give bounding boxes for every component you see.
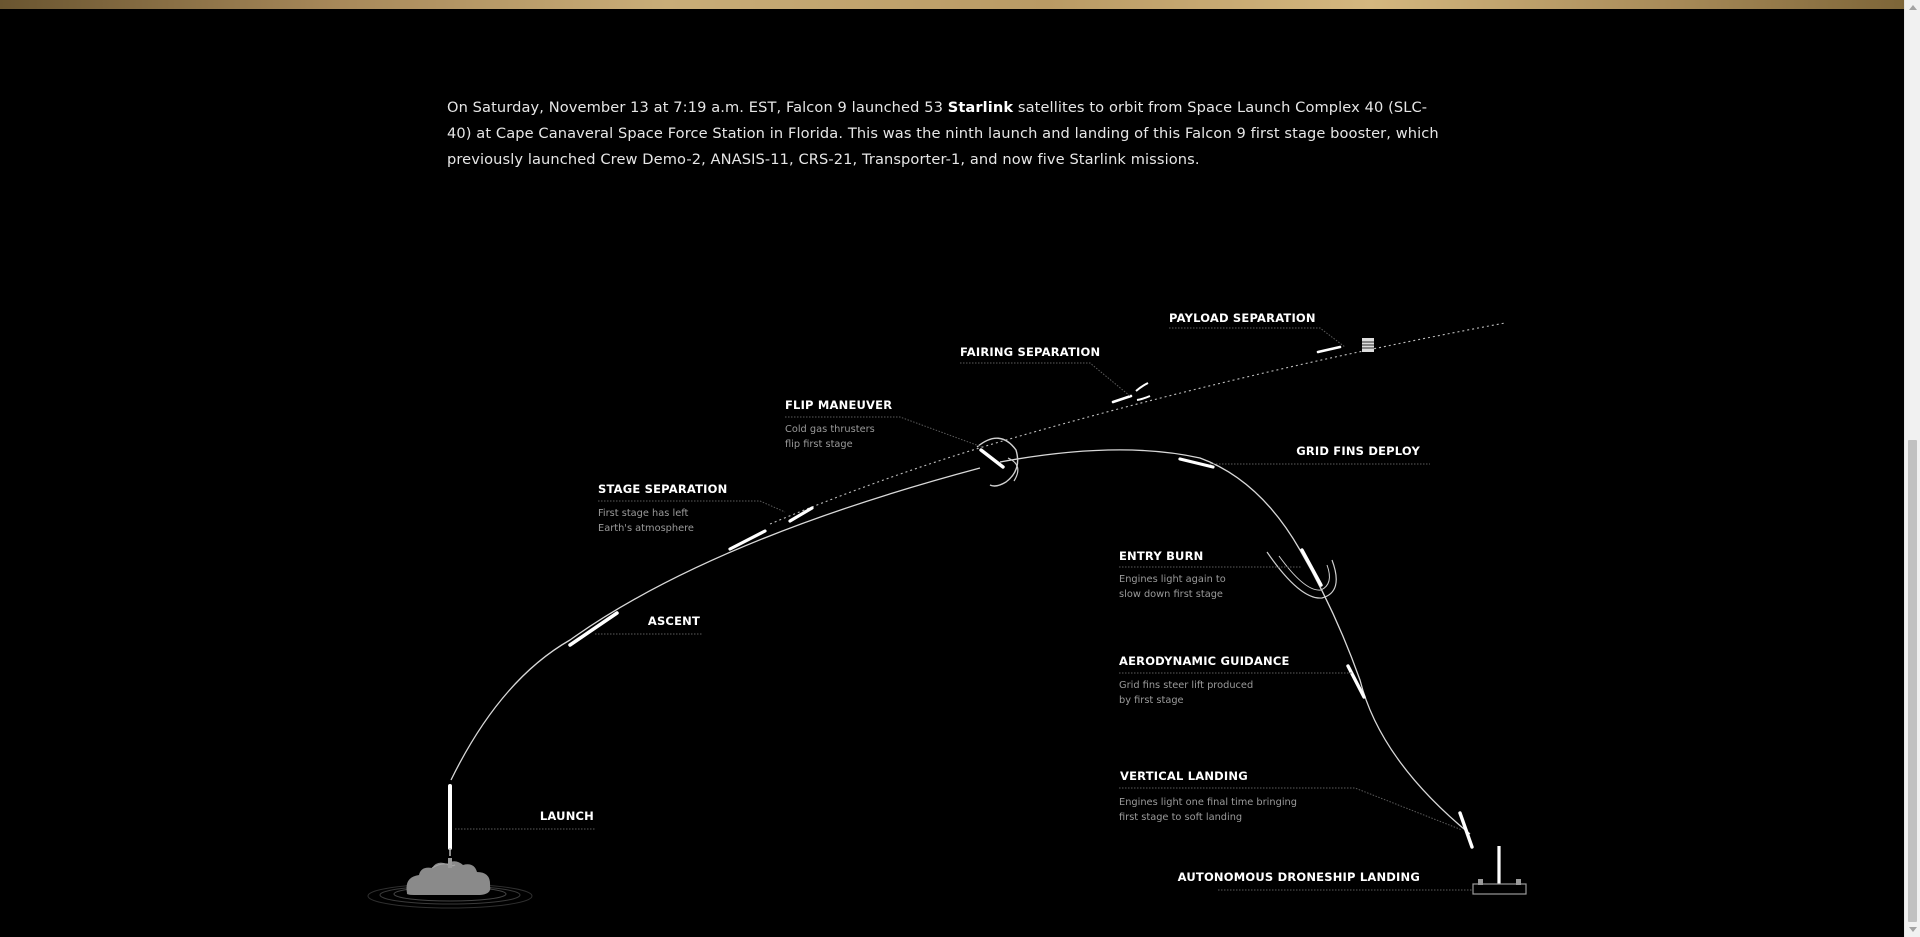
stage-separation-desc-1: First stage has left	[598, 508, 688, 519]
entry-burn-desc-1: Engines light again to	[1119, 574, 1226, 585]
second-stage-trajectory	[769, 322, 1506, 525]
stage-entry-burn: ENTRY BURN Engines light again to slow d…	[1119, 549, 1226, 600]
launch-cloud-icon	[367, 858, 533, 909]
fairing-separation-icon	[1111, 382, 1151, 404]
droneship-landing-title: AUTONOMOUS DRONESHIP LANDING	[1178, 870, 1420, 884]
stage-ascent: ASCENT	[648, 614, 700, 628]
leader-vertical-landing	[1119, 787, 1463, 831]
aero-guidance-rocket	[1346, 664, 1366, 699]
entry-burn-icon	[1266, 548, 1337, 599]
intro-text-before: On Saturday, November 13 at 7:19 a.m. ES…	[447, 99, 948, 116]
stage-separation-desc-2: Earth's atmosphere	[598, 523, 694, 534]
grid-fins-rocket	[1178, 457, 1215, 469]
aerodynamic-guidance-desc-2: by first stage	[1119, 695, 1184, 706]
entry-burn-title: ENTRY BURN	[1119, 549, 1203, 563]
stage-ascent-title: ASCENT	[648, 614, 700, 628]
aerodynamic-guidance-desc-1: Grid fins steer lift produced	[1119, 680, 1253, 691]
flip-maneuver-title: FLIP MANEUVER	[785, 398, 892, 412]
intro-paragraph: On Saturday, November 13 at 7:19 a.m. ES…	[447, 95, 1447, 173]
grid-fins-deploy-title: GRID FINS DEPLOY	[1296, 444, 1420, 458]
leader-payload-separation	[1169, 327, 1346, 348]
leader-fairing-separation	[960, 362, 1131, 397]
droneship-icon	[1472, 846, 1527, 895]
stage-launch-title: LAUNCH	[540, 809, 594, 823]
stage-grid-fins-deploy: GRID FINS DEPLOY	[1296, 444, 1420, 458]
scrollbar-thumb[interactable]	[1908, 440, 1917, 922]
flip-maneuver-desc-2: flip first stage	[785, 439, 853, 450]
stage-vertical-landing: VERTICAL LANDING Engines light one final…	[1119, 769, 1297, 823]
stage-aerodynamic-guidance: AERODYNAMIC GUIDANCE Grid fins steer lif…	[1119, 654, 1290, 706]
leader-flip-maneuver	[785, 416, 983, 448]
ascent-rocket-2	[728, 529, 767, 551]
aerodynamic-guidance-title: AERODYNAMIC GUIDANCE	[1119, 654, 1290, 668]
flip-maneuver-icon	[976, 437, 1019, 487]
page-scrollbar[interactable]	[1904, 0, 1920, 937]
satellite-icon	[1316, 338, 1374, 354]
stage-stage-separation: STAGE SEPARATION First stage has left Ea…	[598, 482, 727, 534]
stage-sep-rocket	[788, 506, 814, 523]
vertical-landing-title: VERTICAL LANDING	[1120, 769, 1248, 783]
stage-separation-title: STAGE SEPARATION	[598, 482, 727, 496]
stage-autonomous-droneship-landing: AUTONOMOUS DRONESHIP LANDING	[1178, 870, 1420, 884]
starlink-highlight: Starlink	[947, 99, 1014, 116]
flip-maneuver-desc-1: Cold gas thrusters	[785, 424, 875, 435]
vertical-landing-desc-1: Engines light one final time bringing	[1119, 797, 1297, 808]
vertical-landing-desc-2: first stage to soft landing	[1119, 812, 1242, 823]
return-trajectory	[999, 449, 1471, 835]
scroll-up-arrow-icon[interactable]	[1909, 5, 1917, 10]
scroll-down-arrow-icon[interactable]	[1909, 927, 1917, 932]
fairing-separation-title: FAIRING SEPARATION	[960, 345, 1100, 359]
ascent-rocket-1	[568, 611, 619, 647]
intro-text-after: satellites to orbit from Space Launch Co…	[447, 99, 1439, 168]
leader-stage-separation	[598, 500, 786, 513]
ascent-trajectory	[450, 467, 981, 781]
entry-burn-desc-2: slow down first stage	[1119, 589, 1223, 600]
payload-separation-title: PAYLOAD SEPARATION	[1169, 311, 1316, 325]
hero-image-strip	[0, 0, 1904, 9]
vertical-landing-rocket	[1458, 811, 1474, 849]
stage-launch: LAUNCH	[540, 809, 594, 823]
stage-flip-maneuver: FLIP MANEUVER Cold gas thrusters flip fi…	[785, 398, 892, 450]
stage-payload-separation: PAYLOAD SEPARATION	[1169, 311, 1316, 325]
stage-fairing-separation: FAIRING SEPARATION	[960, 345, 1100, 359]
mission-summary: On Saturday, November 13 at 7:19 a.m. ES…	[447, 95, 1447, 173]
